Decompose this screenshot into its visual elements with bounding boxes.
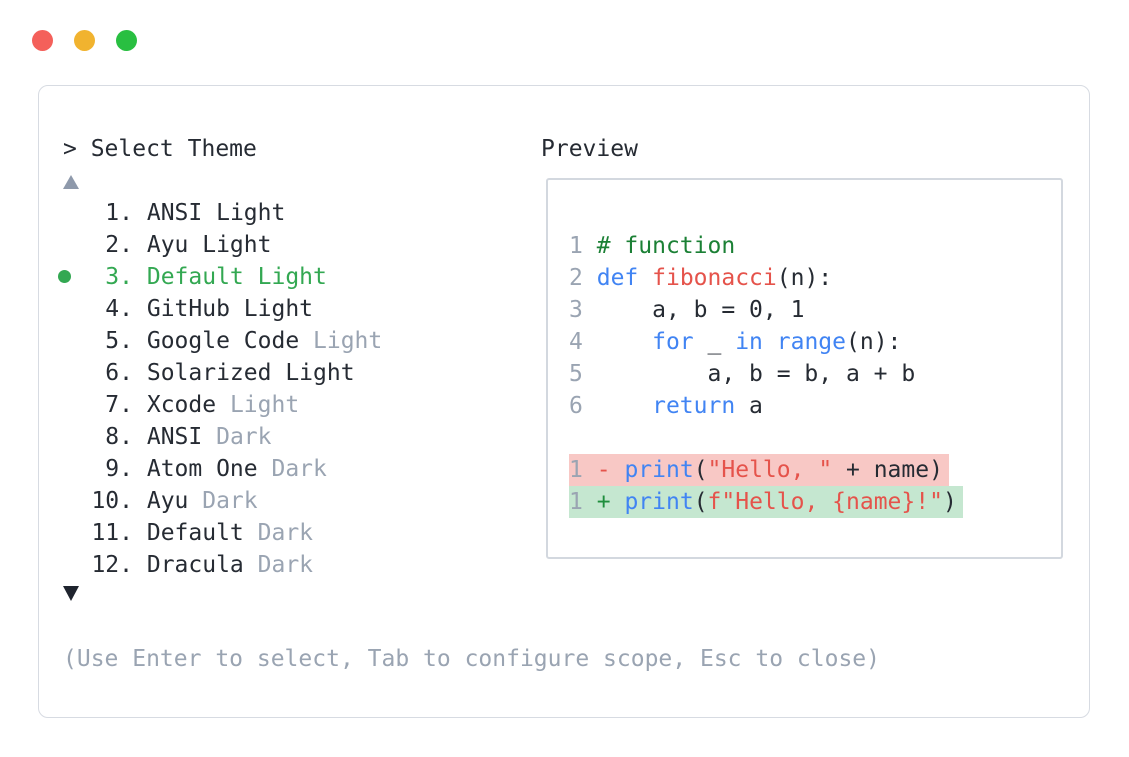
minimize-button[interactable] <box>74 30 95 51</box>
theme-option-8[interactable]: 8. ANSI Dark <box>91 421 382 453</box>
code-line-1: 1 # function <box>569 233 736 259</box>
code-line-9: 1 + print(f"Hello, {name}!") <box>569 486 963 518</box>
theme-variant: Dark <box>243 552 314 578</box>
theme-variant: Dark <box>257 456 327 482</box>
theme-option-12[interactable]: 12. Dracula Dark <box>91 549 382 581</box>
theme-variant: Light <box>216 392 300 418</box>
theme-number: 2. <box>105 232 133 258</box>
theme-name: Dracula <box>133 552 244 578</box>
theme-variant: Light <box>243 264 327 290</box>
theme-option-4[interactable]: 4. GitHub Light <box>91 293 382 325</box>
theme-number: 5. <box>105 328 133 354</box>
theme-name: ANSI <box>133 424 203 450</box>
selected-indicator-icon <box>58 270 71 283</box>
theme-number: 6. <box>105 360 133 386</box>
theme-name: Default <box>133 520 244 546</box>
theme-number: 3. <box>105 264 133 290</box>
theme-option-3[interactable]: 3. Default Light <box>58 261 382 293</box>
code-preview-box: 1 # function 2 def fibonacci(n): 3 a, b = … <box>546 178 1063 559</box>
help-text: (Use Enter to select, Tab to configure s… <box>63 646 880 672</box>
theme-number: 9. <box>105 456 133 482</box>
theme-variant: Dark <box>243 520 314 546</box>
theme-number: 12. <box>91 552 133 578</box>
theme-option-2[interactable]: 2. Ayu Light <box>91 229 382 261</box>
theme-variant: Light <box>271 360 355 386</box>
theme-option-5[interactable]: 5. Google Code Light <box>91 325 382 357</box>
theme-name: Solarized <box>133 360 272 386</box>
code-line-6: 6 return a <box>569 393 763 419</box>
diff-added-line: 1 + print(f"Hello, {name}!") <box>569 486 963 518</box>
theme-name: Ayu <box>133 232 189 258</box>
close-button[interactable] <box>32 30 53 51</box>
theme-variant: Light <box>229 296 314 322</box>
maximize-button[interactable] <box>116 30 137 51</box>
preview-heading: Preview <box>541 136 638 162</box>
window-controls <box>32 30 137 51</box>
theme-option-11[interactable]: 11. Default Dark <box>91 517 382 549</box>
theme-number: 1. <box>105 200 133 226</box>
theme-option-1[interactable]: 1. ANSI Light <box>91 197 382 229</box>
theme-option-10[interactable]: 10. Ayu Dark <box>91 485 382 517</box>
theme-name: Ayu <box>133 488 189 514</box>
theme-number: 4. <box>105 296 133 322</box>
code-line-3: 3 a, b = 0, 1 <box>569 297 805 323</box>
theme-number: 7. <box>105 392 133 418</box>
theme-option-6[interactable]: 6. Solarized Light <box>91 357 382 389</box>
code-line-8: 1 - print("Hello, " + name) <box>569 454 963 486</box>
scroll-down-icon[interactable] <box>63 586 79 601</box>
theme-number: 8. <box>105 424 133 450</box>
theme-name: GitHub <box>133 296 230 322</box>
theme-name: Xcode <box>133 392 217 418</box>
theme-number: 11. <box>91 520 133 546</box>
theme-option-9[interactable]: 9. Atom One Dark <box>91 453 382 485</box>
theme-number: 10. <box>91 488 133 514</box>
code-line-4: 4 for _ in range(n): <box>569 329 902 355</box>
theme-name: ANSI <box>133 200 203 226</box>
code-line-2: 2 def fibonacci(n): <box>569 265 833 291</box>
theme-variant: Dark <box>188 488 258 514</box>
code-block: 1 # function 2 def fibonacci(n): 3 a, b = … <box>569 230 963 518</box>
select-theme-prompt: > Select Theme <box>63 136 257 162</box>
theme-variant: Light <box>202 200 286 226</box>
theme-name: Atom One <box>133 456 258 482</box>
diff-removed-line: 1 - print("Hello, " + name) <box>569 454 949 486</box>
theme-variant: Dark <box>202 424 272 450</box>
theme-variant: Light <box>299 328 383 354</box>
theme-name: Google Code <box>133 328 300 354</box>
code-line-5: 5 a, b = b, a + b <box>569 361 916 387</box>
theme-variant: Light <box>188 232 272 258</box>
code-line-7 <box>569 422 963 454</box>
scroll-up-icon[interactable] <box>63 175 79 189</box>
theme-option-7[interactable]: 7. Xcode Light <box>91 389 382 421</box>
theme-name: Default <box>133 264 244 290</box>
